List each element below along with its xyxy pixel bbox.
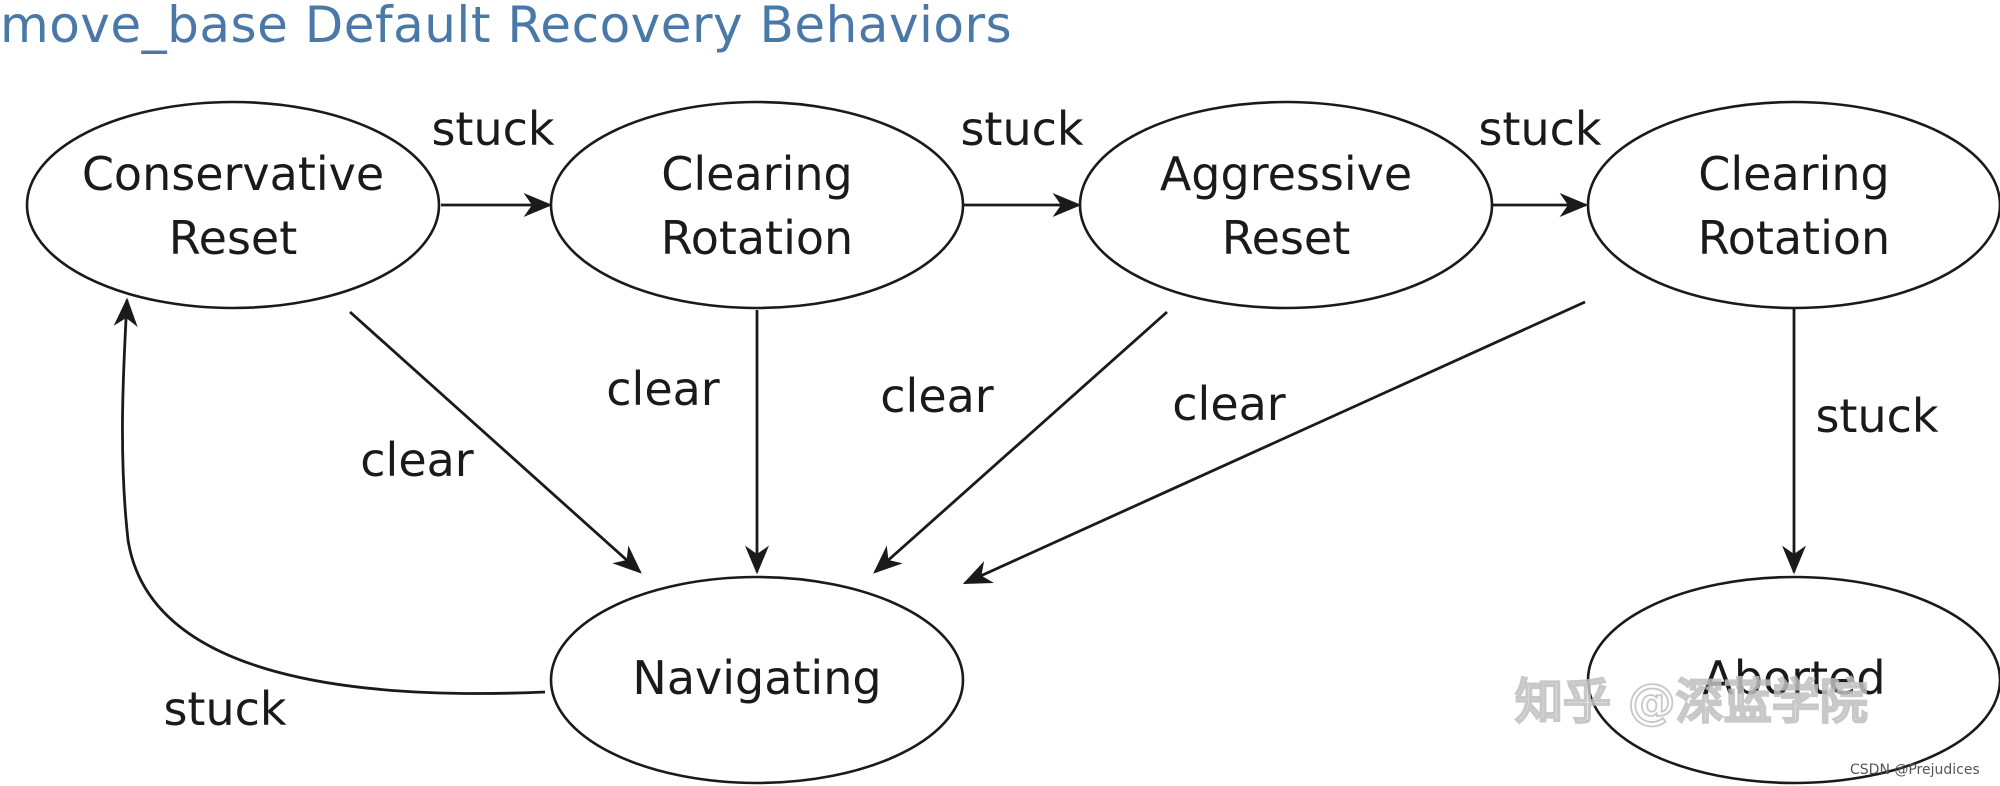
node-ellipse: [549, 575, 965, 785]
edge-line: [349, 310, 642, 574]
edge-line: [962, 300, 1586, 585]
node-conservative-reset: Conservative Reset: [25, 100, 441, 310]
edge-curve: [113, 297, 546, 695]
edge-label-clear: clear: [606, 362, 720, 416]
edge-conservative-to-navigating: clear: [349, 310, 642, 574]
edge-label-stuck: stuck: [960, 102, 1083, 156]
node-clearing-rotation-2: Clearing Rotation: [1586, 100, 2000, 310]
node-label: Aborted: [1702, 651, 1885, 705]
edge-rotation2-to-aborted: stuck: [1782, 308, 1939, 575]
node-label-line-1: Clearing: [661, 147, 852, 201]
node-ellipse: [25, 100, 441, 310]
node-label-line-2: Rotation: [1698, 211, 1890, 265]
edge-line: [873, 310, 1168, 574]
edge-label-clear: clear: [1172, 377, 1286, 431]
node-label-line-1: Clearing: [1698, 147, 1889, 201]
node-aggressive-reset: Aggressive Reset: [1078, 100, 1494, 310]
edge-label-clear: clear: [360, 433, 474, 487]
edge-rotation2-to-navigating: clear: [962, 300, 1586, 585]
node-ellipse: [1586, 575, 2000, 785]
node-label: Navigating: [632, 651, 881, 705]
node-navigating: Navigating: [549, 575, 965, 785]
edge-label-stuck: stuck: [163, 682, 286, 736]
node-clearing-rotation-1: Clearing Rotation: [549, 100, 965, 310]
node-aborted: Aborted: [1586, 575, 2000, 785]
edge-aggressive-to-navigating: clear: [873, 310, 1168, 574]
node-ellipse: [549, 100, 965, 310]
edge-navigating-to-conservative: stuck: [113, 297, 546, 736]
edge-label-clear: clear: [880, 369, 994, 423]
node-label-line-2: Rotation: [661, 211, 853, 265]
edge-label-stuck: stuck: [431, 102, 554, 156]
diagram-title: move_base Default Recovery Behaviors: [0, 0, 1013, 54]
edge-aggressive-to-rotation2: stuck: [1478, 102, 1602, 217]
node-label-line-2: Reset: [1222, 211, 1351, 265]
watermark-text: 知乎 @深蓝学院: [1515, 674, 1868, 730]
node-ellipse: [1078, 100, 1494, 310]
node-ellipse: [1586, 100, 2000, 310]
edge-label-stuck: stuck: [1478, 102, 1601, 156]
edge-label-stuck: stuck: [1815, 389, 1938, 443]
watermark-credit: CSDN @Prejudices: [1850, 762, 1980, 778]
node-label-line-1: Conservative: [82, 147, 384, 201]
edge-rotation1-to-aggressive: stuck: [960, 102, 1084, 217]
node-label-line-1: Aggressive: [1160, 147, 1412, 201]
node-label-line-2: Reset: [169, 211, 298, 265]
edge-rotation1-to-navigating: clear: [606, 310, 769, 575]
edge-conservative-to-rotation1: stuck: [431, 102, 555, 217]
